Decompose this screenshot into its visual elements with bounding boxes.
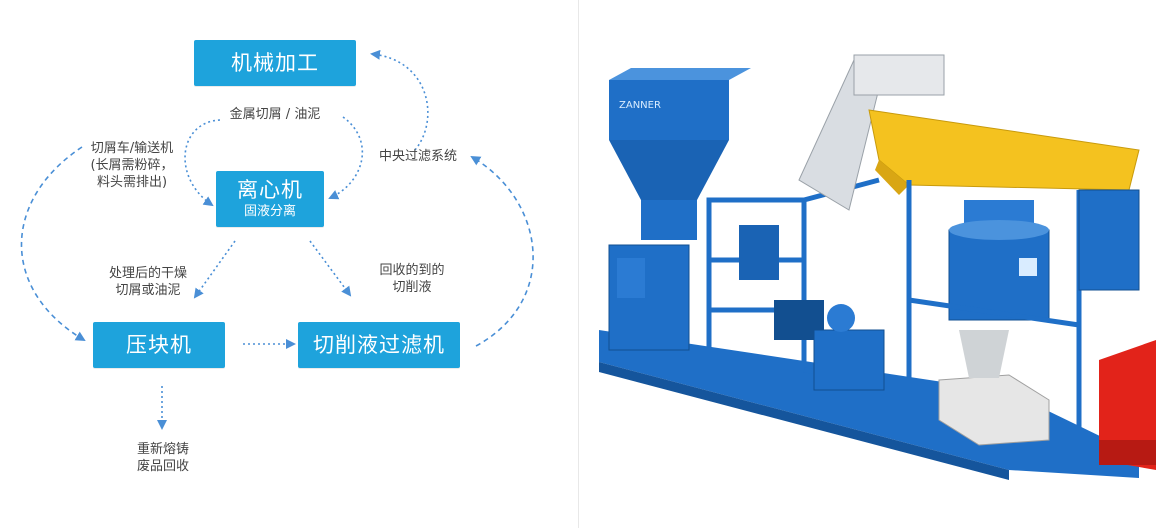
chip-processing-machine-illustration: ZANNER xyxy=(599,54,1156,480)
arrow-machining-to-centrifuge-left xyxy=(184,119,221,207)
node-machining-label: 机械加工 xyxy=(231,51,319,75)
label-central-filter: 中央过滤系统 xyxy=(378,149,457,164)
divider xyxy=(578,0,579,528)
node-coolant-filter: 切削液过滤机 xyxy=(298,322,460,368)
node-centrifuge-label: 离心机 xyxy=(237,178,303,202)
node-briquetter-label: 压块机 xyxy=(126,333,192,357)
machine-brand-text: ZANNER xyxy=(619,100,661,111)
arrow-coolant-filter-to-central-filter xyxy=(470,155,534,347)
arrow-centrifuge-to-briquetter xyxy=(193,240,236,299)
machine-photo: ZANNER xyxy=(579,0,1156,528)
node-centrifuge: 离心机 固液分离 xyxy=(216,171,324,227)
label-metal-chips: 金属切屑 / 油泥 xyxy=(229,107,321,122)
label-dried-chips: 处理后的干燥 切屑或油泥 xyxy=(108,266,187,298)
node-centrifuge-sublabel: 固液分离 xyxy=(243,204,296,219)
arrow-machining-to-centrifuge-right xyxy=(328,116,364,200)
flow-arrows xyxy=(20,49,534,430)
label-remelt: 重新熔铸 废品回收 xyxy=(136,442,189,474)
label-recovered-coolant: 回收的到的 切削液 xyxy=(379,263,445,295)
arrow-centrifuge-to-coolant-filter xyxy=(309,240,352,297)
process-flow-diagram: 机械加工 离心机 固液分离 压块机 切削液过滤机 金属切屑 / 油泥 切屑车/输… xyxy=(0,0,578,528)
node-coolant-filter-label: 切削液过滤机 xyxy=(313,333,445,357)
label-chip-conveyor: 切屑车/输送机 (长屑需粉碎， 料头需排出) xyxy=(90,141,174,190)
arrow-machining-to-briquetter xyxy=(20,146,86,342)
node-briquetter: 压块机 xyxy=(93,322,225,368)
arrow-central-filter-to-machining xyxy=(370,49,429,151)
node-machining: 机械加工 xyxy=(194,40,356,86)
